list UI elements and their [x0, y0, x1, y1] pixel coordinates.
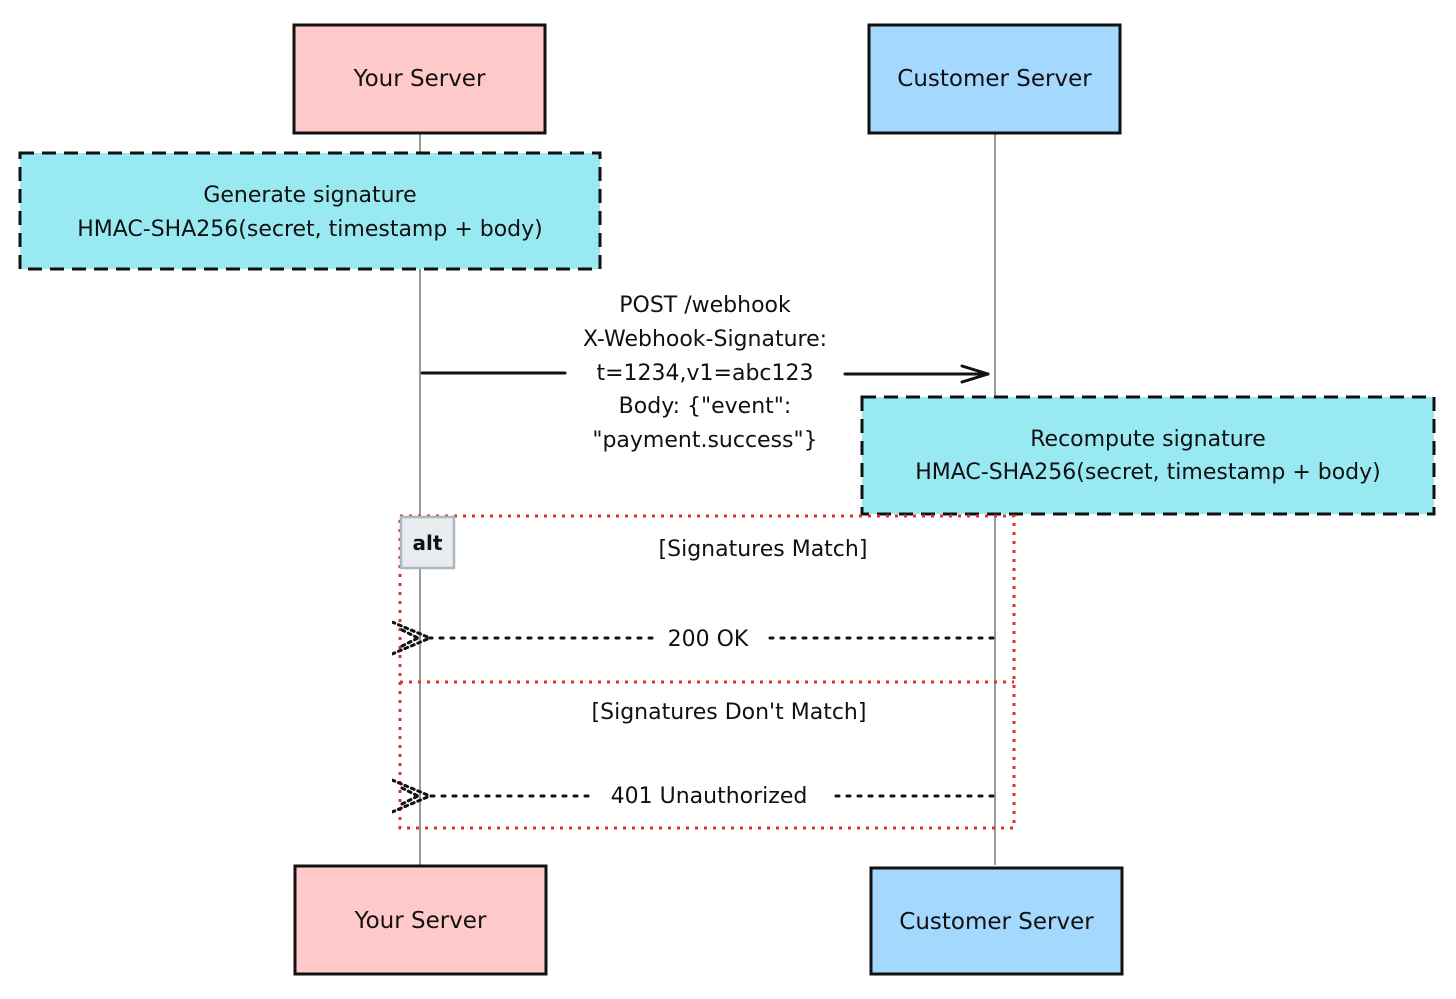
actor-label: Your Server: [353, 66, 486, 92]
actor-label: Customer Server: [899, 909, 1094, 935]
actor-customer-server-top[interactable]: Customer Server: [867, 23, 1122, 135]
actor-label: Your Server: [354, 908, 487, 934]
note-line-1: Generate signature: [203, 183, 416, 208]
actor-customer-server-bottom[interactable]: Customer Server: [869, 866, 1124, 976]
return-label: 200 OK: [668, 627, 749, 652]
alt-condition-match: [Signatures Match]: [659, 537, 868, 562]
message-200-ok: 200 OK: [430, 627, 995, 652]
message-post-webhook: POST /webhook X-Webhook-Signature: t=123…: [420, 293, 990, 453]
actor-label: Customer Server: [897, 66, 1092, 92]
alt-condition-mismatch: [Signatures Don't Match]: [592, 700, 867, 725]
note-recompute-signature: Recompute signature HMAC-SHA256(secret, …: [860, 395, 1436, 516]
alt-keyword-box: alt: [399, 515, 456, 570]
note-line-2: HMAC-SHA256(secret, timestamp + body): [77, 217, 543, 242]
actor-your-server-bottom[interactable]: Your Server: [293, 864, 548, 976]
note-line-2: HMAC-SHA256(secret, timestamp + body): [915, 460, 1381, 485]
note-line-1: Recompute signature: [1030, 427, 1266, 452]
alt-keyword: alt: [413, 531, 443, 555]
message-label-line-3: t=1234,v1=abc123: [596, 361, 813, 386]
note-generate-signature: Generate signature HMAC-SHA256(secret, t…: [18, 151, 602, 271]
return-label: 401 Unauthorized: [611, 784, 808, 809]
actor-your-server-top[interactable]: Your Server: [292, 23, 547, 135]
message-label-line-2: X-Webhook-Signature:: [583, 327, 827, 352]
message-401-unauthorized: 401 Unauthorized: [430, 784, 995, 809]
alt-fragment: alt [Signatures Match] [Signatures Don't…: [398, 514, 1016, 830]
message-label-line-4: Body: {"event":: [619, 394, 792, 419]
message-label-line-1: POST /webhook: [619, 293, 791, 318]
message-label-line-5: "payment.success"}: [592, 428, 817, 453]
